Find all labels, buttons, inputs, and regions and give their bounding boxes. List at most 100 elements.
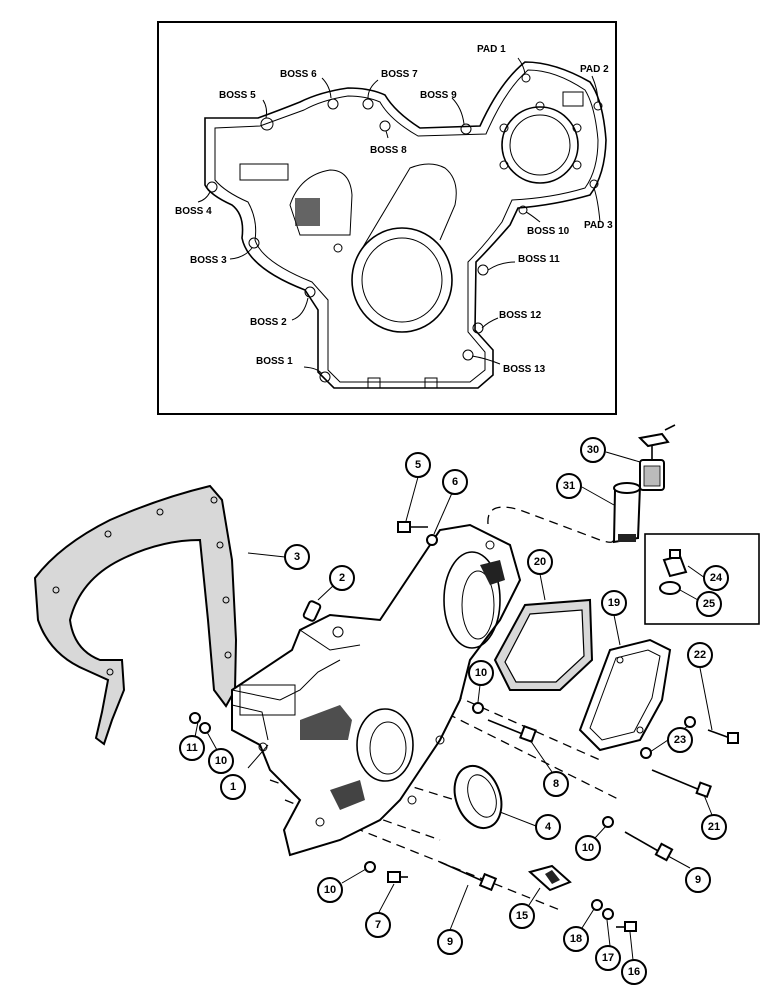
plug-inset-box	[644, 533, 760, 625]
callout-17: 17	[595, 945, 621, 971]
tube-31	[612, 482, 642, 544]
bolt-9-bottom	[439, 861, 498, 892]
washer-10-upper	[472, 702, 484, 714]
callout-31: 31	[556, 473, 582, 499]
pad-1-label: PAD 1	[477, 44, 506, 55]
svg-text:2: 2	[339, 572, 345, 584]
callouts: 1 2 3 4 5 6 7 8 9 9 10 10 10 10 11 15 16…	[179, 437, 729, 985]
svg-text:17: 17	[602, 952, 614, 964]
boss-9-label: BOSS 9	[420, 90, 457, 101]
svg-text:10: 10	[582, 842, 594, 854]
nut-11	[189, 712, 201, 724]
callout-25: 25	[696, 591, 722, 617]
svg-text:3: 3	[294, 551, 300, 563]
screw-16	[616, 921, 637, 932]
bolt-9-right	[624, 831, 674, 862]
bolt-22	[707, 729, 739, 744]
svg-text:15: 15	[516, 910, 528, 922]
callout-7: 7	[365, 912, 391, 938]
svg-text:10: 10	[215, 755, 227, 767]
callout-19: 19	[601, 590, 627, 616]
callout-9-right: 9	[685, 867, 711, 893]
callout-5: 5	[405, 452, 431, 478]
washer-17	[602, 908, 614, 920]
svg-text:18: 18	[570, 933, 582, 945]
gasket-20	[493, 598, 594, 691]
svg-text:1: 1	[230, 781, 236, 793]
svg-text:24: 24	[710, 572, 723, 584]
svg-text:10: 10	[324, 884, 336, 896]
svg-text:10: 10	[475, 667, 487, 679]
svg-text:4: 4	[545, 821, 552, 833]
pointer-15	[527, 864, 572, 892]
bolt-5	[397, 521, 428, 533]
boss-3-label: BOSS 3	[190, 255, 227, 266]
callout-3: 3	[284, 544, 310, 570]
plug-24	[662, 549, 688, 578]
washer-18	[591, 899, 603, 911]
callout-10-bottom: 10	[317, 877, 343, 903]
callout-2: 2	[329, 565, 355, 591]
washer-23-lower	[640, 747, 652, 759]
boss-12-label: BOSS 12	[499, 310, 542, 321]
boss-5-label: BOSS 5	[219, 90, 256, 101]
callout-10-upper: 10	[468, 660, 494, 686]
bolt-7	[387, 871, 408, 883]
svg-text:8: 8	[553, 778, 559, 790]
bolt-8	[487, 719, 537, 743]
callout-4: 4	[535, 814, 561, 840]
svg-text:20: 20	[534, 556, 546, 568]
inset-frame	[157, 21, 617, 415]
boss-13-label: BOSS 13	[503, 364, 546, 375]
boss-1-label: BOSS 1	[256, 356, 293, 367]
boss-2-label: BOSS 2	[250, 317, 287, 328]
callout-22: 22	[687, 642, 713, 668]
svg-text:6: 6	[452, 476, 458, 488]
svg-text:16: 16	[628, 966, 640, 978]
dowel-2	[302, 600, 322, 622]
svg-text:9: 9	[447, 936, 453, 948]
inset-labels: PAD 1 PAD 2 PAD 3 BOSS 1 BOSS 2 BOSS 3 B…	[175, 44, 613, 375]
boss-4-label: BOSS 4	[175, 206, 212, 217]
svg-text:5: 5	[415, 459, 421, 471]
boss-6-label: BOSS 6	[280, 69, 317, 80]
svg-text:11: 11	[186, 742, 198, 754]
boss-11-label: BOSS 11	[518, 254, 560, 265]
timing-cover-1	[231, 523, 522, 857]
callout-8: 8	[543, 771, 569, 797]
callout-21: 21	[701, 814, 727, 840]
svg-text:7: 7	[375, 919, 381, 931]
callout-24: 24	[703, 565, 729, 591]
boss-10-label: BOSS 10	[527, 226, 570, 237]
callout-10-right: 10	[575, 835, 601, 861]
washer-6	[426, 534, 438, 546]
boss-8-label: BOSS 8	[370, 145, 407, 156]
callout-9-bottom: 9	[437, 929, 463, 955]
bolt-21	[651, 769, 712, 799]
gasket-3	[33, 484, 238, 746]
callout-30: 30	[580, 437, 606, 463]
washer-10-right	[602, 816, 614, 828]
boss-7-label: BOSS 7	[381, 69, 418, 80]
washer-10-left	[199, 722, 211, 734]
breather-30	[637, 424, 676, 491]
callout-11: 11	[179, 735, 205, 761]
callout-leaders	[194, 451, 713, 961]
callout-18: 18	[563, 926, 589, 952]
svg-text:30: 30	[587, 444, 599, 456]
callout-6: 6	[442, 469, 468, 495]
plate-19	[578, 638, 672, 752]
inset-cover-drawing	[197, 57, 607, 389]
washer-23-upper	[684, 716, 696, 728]
callout-15: 15	[509, 903, 535, 929]
callout-20: 20	[527, 549, 553, 575]
svg-text:31: 31	[563, 480, 575, 492]
svg-text:21: 21	[708, 821, 720, 833]
callout-16: 16	[621, 959, 647, 985]
svg-text:25: 25	[703, 598, 715, 610]
callout-10-left: 10	[208, 748, 234, 774]
svg-text:23: 23	[674, 734, 686, 746]
pad-3-label: PAD 3	[584, 220, 613, 231]
callout-23: 23	[667, 727, 693, 753]
